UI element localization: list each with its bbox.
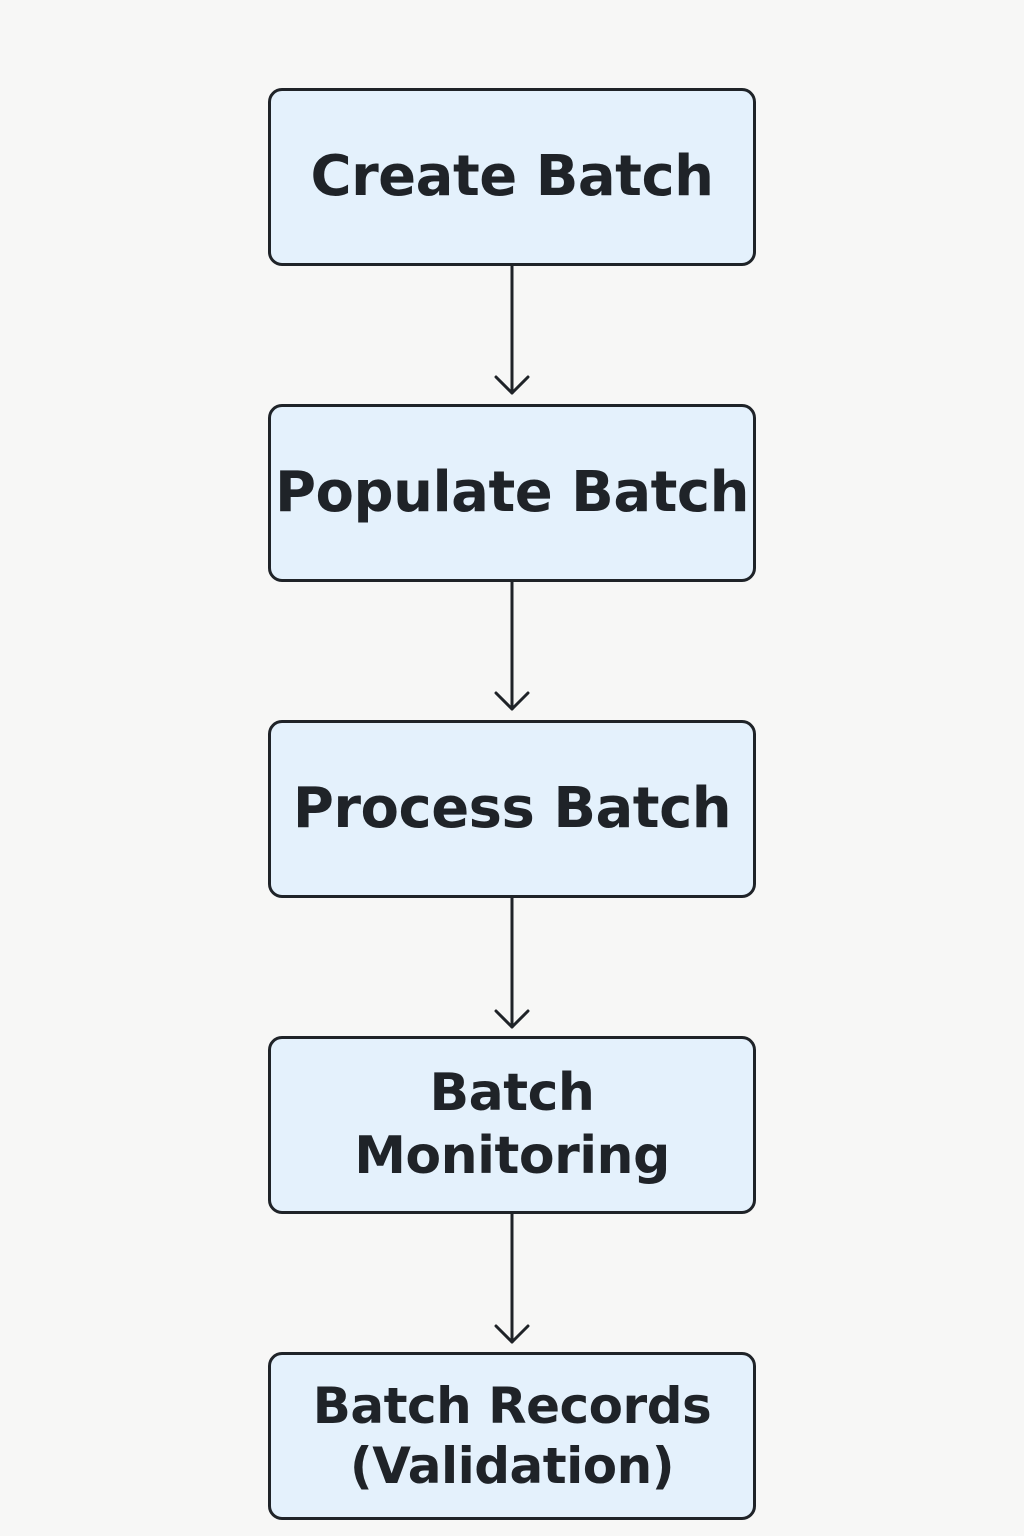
step-label: Batch Monitoring bbox=[354, 1062, 670, 1186]
step-label: Populate Batch bbox=[274, 460, 750, 526]
step-label: Batch Records (Validation) bbox=[312, 1377, 712, 1495]
step-create-batch: Create Batch bbox=[268, 88, 756, 266]
arrow-populate-to-process bbox=[494, 580, 530, 711]
arrow-monitoring-to-records bbox=[494, 1212, 530, 1344]
step-batch-monitoring: Batch Monitoring bbox=[268, 1036, 756, 1214]
step-populate-batch: Populate Batch bbox=[268, 404, 756, 582]
step-label: Process Batch bbox=[292, 776, 732, 842]
arrow-process-to-monitoring bbox=[494, 896, 530, 1029]
arrow-create-to-populate bbox=[494, 264, 530, 395]
step-label: Create Batch bbox=[310, 144, 714, 210]
step-batch-records-validation: Batch Records (Validation) bbox=[268, 1352, 756, 1520]
step-process-batch: Process Batch bbox=[268, 720, 756, 898]
